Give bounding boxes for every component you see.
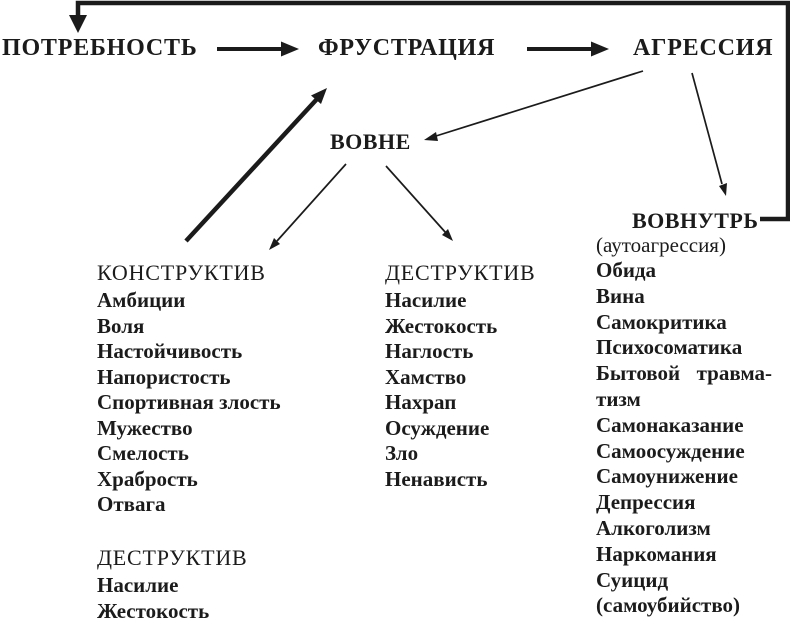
list-item: Бытовой травма- bbox=[596, 361, 772, 386]
feedback-arrowhead-icon bbox=[69, 15, 87, 33]
list-item: Осуждение bbox=[385, 415, 490, 440]
list-item: (самоубийство) bbox=[596, 593, 741, 618]
arrow-need-frustration-head-icon bbox=[281, 41, 299, 57]
list-item: Алкоголизм bbox=[596, 515, 711, 540]
list-item: Амбиции bbox=[97, 288, 186, 312]
list-item: Мужество bbox=[97, 415, 193, 440]
list-item: Зло bbox=[385, 441, 419, 465]
node-outward: ВОВНЕ bbox=[330, 129, 411, 154]
destructive-left-header: ДЕСТРУКТИВ bbox=[97, 545, 248, 570]
list-item: Настойчивость bbox=[97, 339, 243, 363]
inward-subtitle: (аутоагрессия) bbox=[596, 233, 726, 257]
list-item: Жестокость bbox=[385, 313, 498, 338]
list-item: Обида bbox=[596, 258, 657, 282]
list-item: Наглость bbox=[385, 339, 474, 363]
destructive-mid-block: ДЕСТРУКТИВ Насилие Жестокость Наглость Х… bbox=[385, 261, 536, 492]
list-item: Наркомания bbox=[596, 541, 717, 566]
list-item: Психосоматика bbox=[596, 335, 743, 360]
list-item: Напористость bbox=[97, 364, 231, 389]
arrow-outward-constructive-head-icon bbox=[269, 238, 280, 250]
list-item: Суицид bbox=[596, 567, 669, 592]
list-item: Самоунижение bbox=[596, 464, 738, 489]
constructive-block: КОНСТРУКТИВ Амбиции Воля Настойчивость Н… bbox=[97, 261, 281, 518]
arrow-outward-constructive bbox=[276, 163, 347, 242]
list-item: Смелость bbox=[97, 441, 189, 465]
destructive-mid-header: ДЕСТРУКТИВ bbox=[385, 260, 536, 285]
list-item: Храбрость bbox=[97, 466, 198, 491]
arrow-outward-destructive-head-icon bbox=[442, 229, 453, 241]
destructive-left-block: ДЕСТРУКТИВ Насилие Жестокость bbox=[97, 546, 248, 623]
list-item: тизм bbox=[596, 386, 641, 411]
list-item: Отвага bbox=[97, 492, 166, 516]
arrow-aggression-outward-head-icon bbox=[424, 132, 438, 141]
list-item: Хамство bbox=[385, 364, 467, 389]
list-item: Нахрап bbox=[385, 390, 457, 414]
arrow-aggression-inward bbox=[691, 72, 723, 185]
list-item: Депрессия bbox=[596, 490, 696, 515]
arrow-constructive-frustration-head-icon bbox=[311, 88, 327, 104]
list-item: Вина bbox=[596, 283, 645, 308]
list-item: Жестокость bbox=[97, 598, 210, 623]
node-frustration: ФРУСТРАЦИЯ bbox=[318, 35, 496, 61]
arrow-frustration-aggression-head-icon bbox=[591, 41, 609, 57]
node-need: ПОТРЕБНОСТЬ bbox=[2, 35, 198, 61]
node-inward: ВОВНУТРЬ bbox=[632, 208, 759, 233]
list-item: Самокритика bbox=[596, 309, 727, 334]
constructive-header: КОНСТРУКТИВ bbox=[97, 260, 266, 285]
arrow-aggression-outward bbox=[435, 70, 644, 137]
list-item: Самоосуждение bbox=[596, 438, 745, 463]
list-item: Воля bbox=[97, 313, 145, 338]
list-item: Самонаказание bbox=[596, 412, 744, 437]
list-item: Насилие bbox=[97, 573, 179, 597]
list-item: Спортивная злость bbox=[97, 390, 281, 414]
list-item: Ненависть bbox=[385, 466, 488, 491]
inward-block: ВОВНУТРЬ (аутоагрессия) Обида Вина Самок… bbox=[596, 208, 772, 619]
arrow-aggression-inward-head-icon bbox=[719, 183, 727, 196]
arrow-outward-destructive bbox=[385, 165, 447, 234]
destructive-mid-list: Насилие Жестокость Наглость Хамство Нахр… bbox=[385, 288, 536, 492]
constructive-list: Амбиции Воля Настойчивость Напористость … bbox=[97, 288, 281, 518]
node-aggression: АГРЕССИЯ bbox=[633, 35, 774, 61]
list-item: Насилие bbox=[385, 288, 467, 312]
inward-list: Обида Вина Самокритика Психосоматика Быт… bbox=[596, 258, 772, 619]
destructive-left-list: Насилие Жестокость bbox=[97, 573, 248, 623]
feedback-loop-line bbox=[75, 0, 790, 222]
arrow-constructive-frustration bbox=[184, 97, 319, 243]
